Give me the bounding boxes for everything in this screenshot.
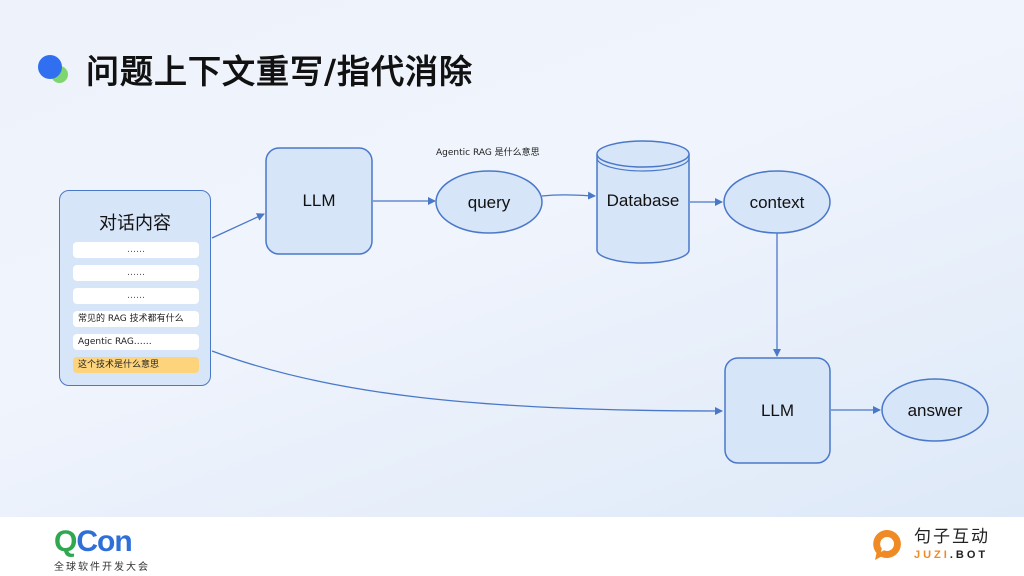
message-item-highlighted: 这个技术是什么意思	[73, 357, 199, 373]
chat-bubble-icon	[872, 529, 902, 561]
juzi-en-dark: .BOT	[949, 549, 989, 561]
context-node[interactable]	[723, 170, 831, 234]
answer-node[interactable]	[881, 378, 989, 442]
qcon-logo: QCon 全球软件开发大会	[54, 527, 150, 574]
slide-background: 问题上下文重写/指代消除	[0, 0, 1024, 517]
edge-convo-to-llm-answer	[211, 350, 723, 415]
qcon-wordmark: QCon	[54, 527, 150, 557]
flow-diagram	[211, 140, 989, 464]
llm-answer-node[interactable]	[724, 357, 831, 464]
qcon-con: Con	[76, 525, 132, 558]
qcon-subtitle: 全球软件开发大会	[54, 562, 150, 573]
bullet-blue-dot	[38, 55, 62, 79]
message-item: 常见的 RAG 技术都有什么	[73, 311, 199, 327]
llm-rewrite-node[interactable]	[265, 147, 373, 255]
page-title: 问题上下文重写/指代消除	[86, 52, 474, 91]
message-item: ……	[73, 288, 199, 304]
message-item: ……	[73, 265, 199, 281]
conversation-box: 对话内容 …… …… …… 常见的 RAG 技术都有什么 Agentic RAG…	[59, 190, 211, 386]
database-node[interactable]	[596, 140, 690, 264]
footer: QCon 全球软件开发大会 句子互动 JUZI.BOT	[0, 517, 1024, 576]
qcon-q: Q	[54, 525, 77, 558]
juzi-en-orange: JUZI	[914, 549, 950, 561]
message-item: Agentic RAG……	[73, 334, 199, 350]
edge-query-to-database	[541, 191, 596, 200]
query-annotation: Agentic RAG 是什么意思	[436, 148, 540, 158]
juzi-text: 句子互动 JUZI.BOT	[914, 527, 990, 563]
conversation-title: 对话内容	[99, 213, 171, 234]
title-row: 问题上下文重写/指代消除	[38, 44, 473, 94]
edge-convo-to-llm	[211, 213, 265, 239]
juzi-name-en: JUZI.BOT	[914, 547, 990, 563]
title-bullet-icon	[38, 52, 72, 86]
query-node[interactable]	[435, 170, 543, 234]
message-item: ……	[73, 242, 199, 258]
juzi-logo: 句子互动 JUZI.BOT	[872, 527, 990, 563]
juzi-name-cn: 句子互动	[914, 527, 990, 547]
